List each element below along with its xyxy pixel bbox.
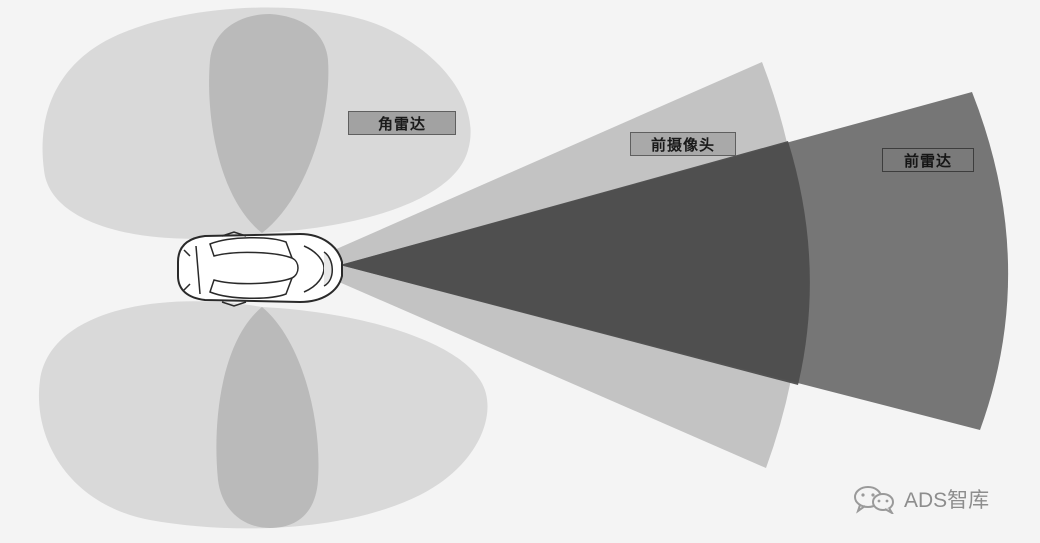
- corner-radar-overlap-bottom: [216, 307, 319, 528]
- corner-radar-overlap-top: [209, 14, 329, 233]
- watermark-text: ADS智库: [904, 489, 990, 512]
- corner-radar-label: 角雷达: [348, 111, 456, 135]
- car-top-view: [177, 231, 343, 307]
- wechat-icon: [854, 486, 894, 514]
- front-camera-label: 前摄像头: [630, 132, 736, 156]
- front-radar-label: 前雷达: [882, 148, 974, 172]
- watermark: ADS智库: [852, 484, 989, 514]
- camera-radar-overlap: [340, 141, 810, 385]
